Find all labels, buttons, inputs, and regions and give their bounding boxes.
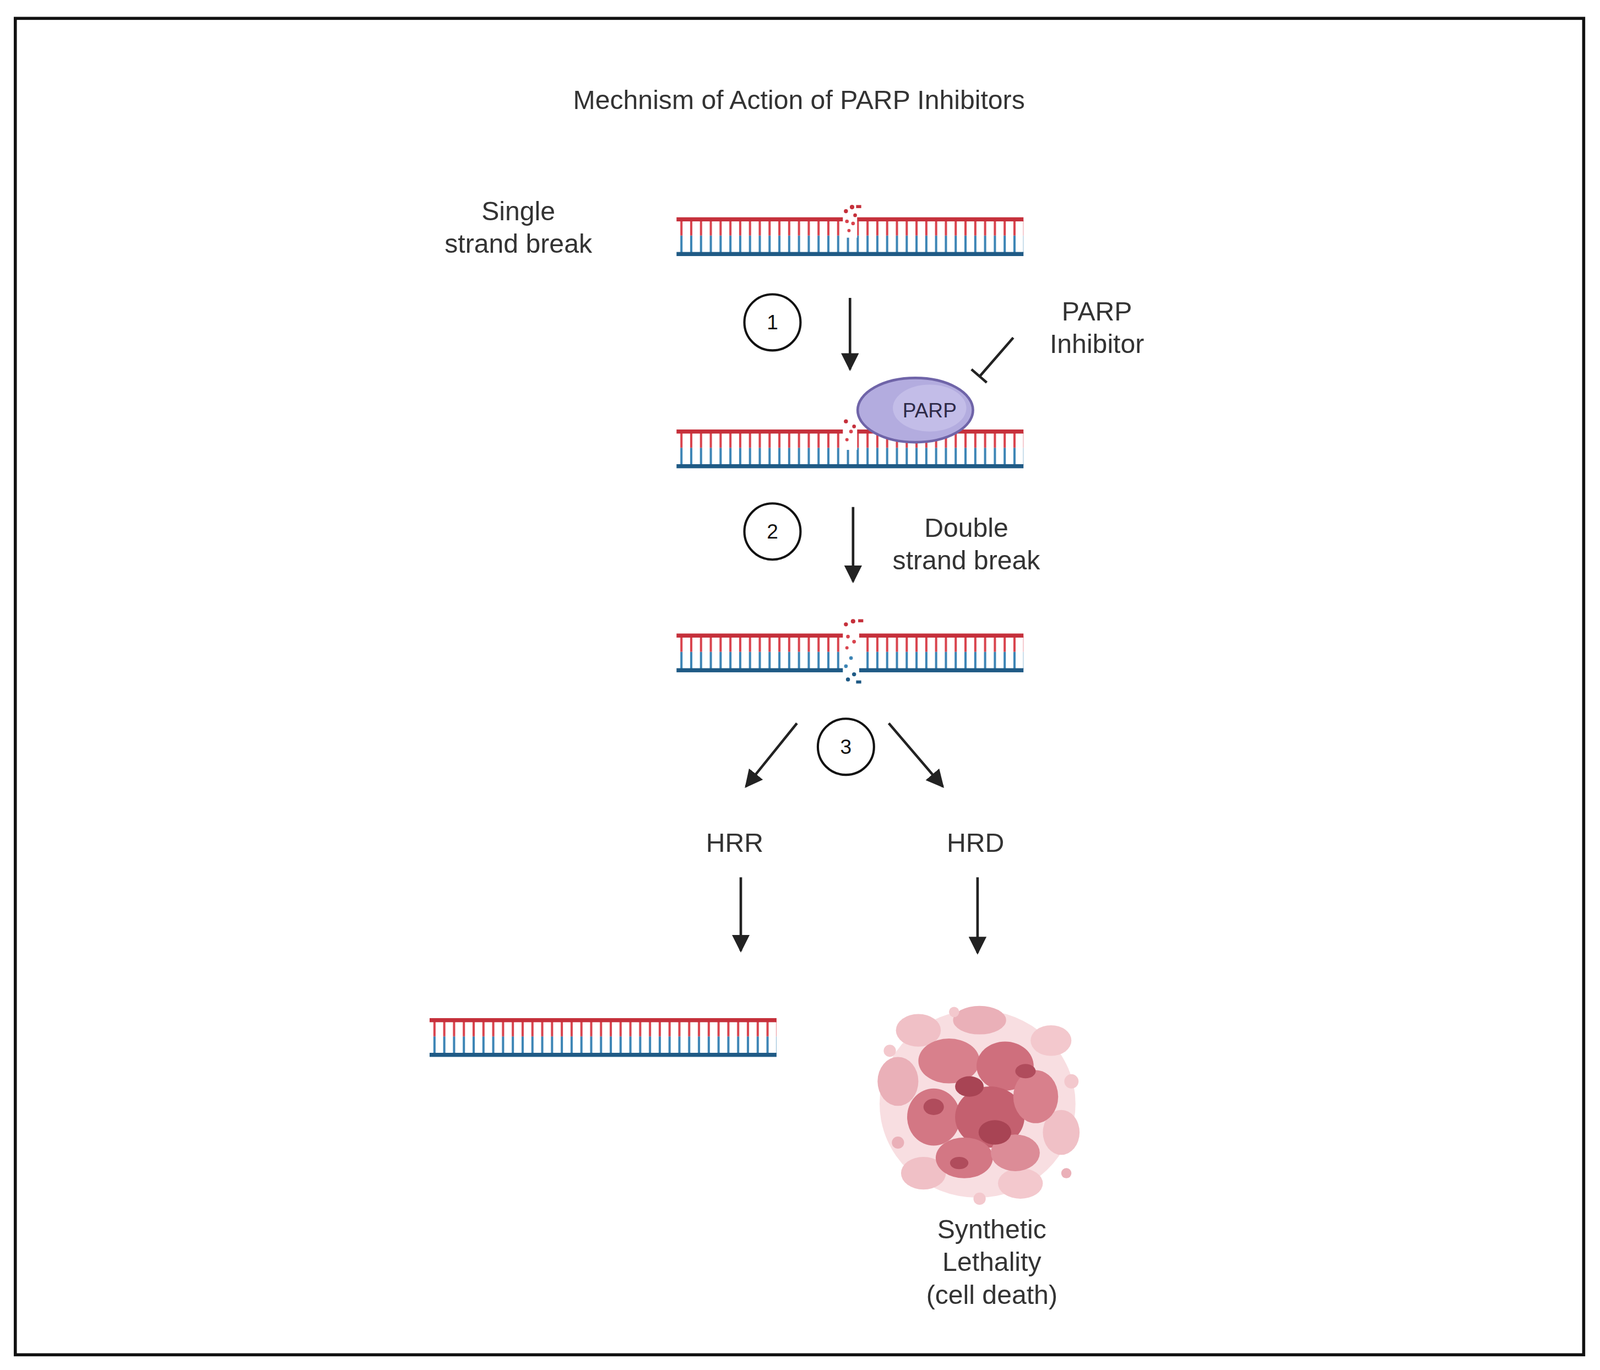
pathway-label: HRR <box>683 826 786 860</box>
protein-name: PARP <box>902 398 957 422</box>
step-circle: 3 <box>816 717 876 777</box>
step-circle: 1 <box>742 293 802 352</box>
diagram-title: Mechnism of Action of PARP Inhibitors <box>391 83 1208 117</box>
pathway-label: HRD <box>924 826 1027 860</box>
outcome-label: Synthetic Lethality (cell death) <box>923 1213 1061 1312</box>
callout-number: 3 <box>840 735 853 759</box>
frame <box>15 18 1585 1355</box>
drug-label: PARP Inhibitor <box>1033 294 1162 361</box>
cell-death-cluster <box>877 1006 1080 1206</box>
step-label: Double strand break <box>890 511 1044 577</box>
callout-number: 1 <box>766 310 779 335</box>
dna-strand <box>676 419 1024 469</box>
dna-strand <box>676 619 1024 684</box>
callout-number: 2 <box>766 519 779 544</box>
step-label: Single strand break <box>441 194 595 261</box>
dna-strand <box>676 204 1024 257</box>
dna-strand <box>429 1018 777 1057</box>
step-circle: 2 <box>742 502 802 562</box>
protein-ellipse: PARP <box>855 376 975 444</box>
